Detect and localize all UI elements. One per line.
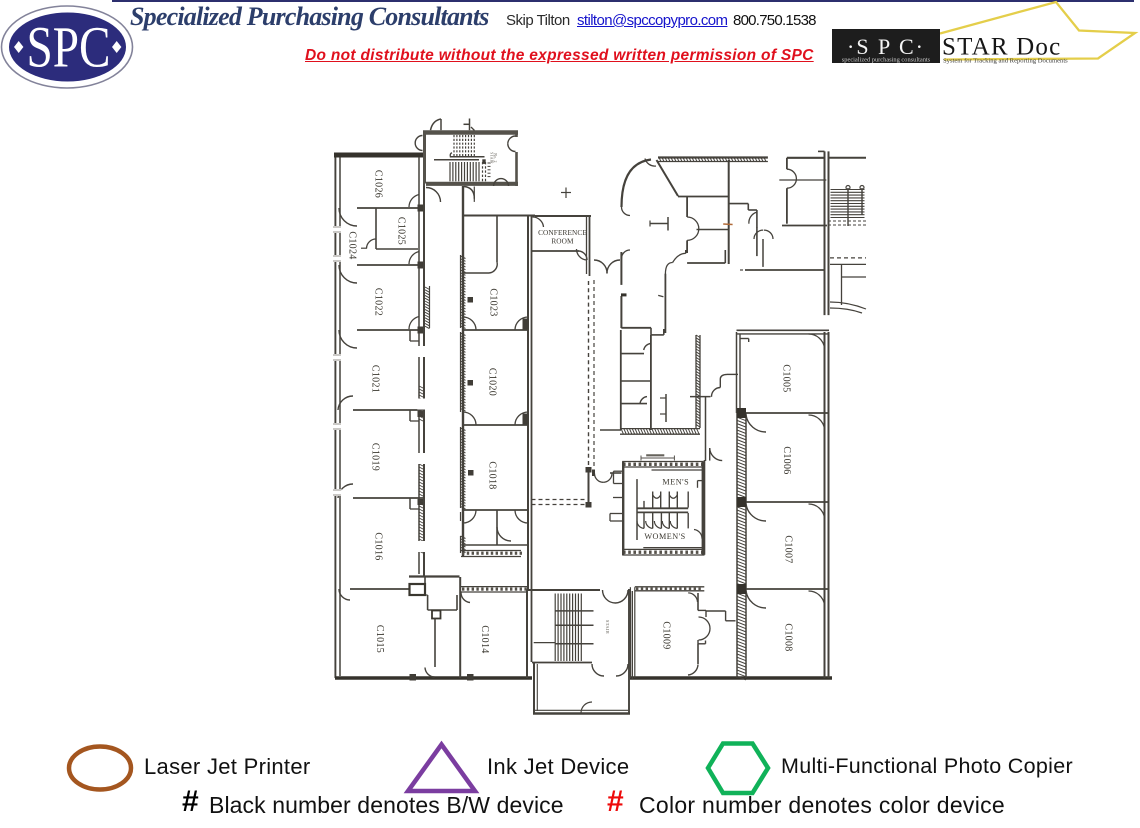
svg-text:STAR Doc: STAR Doc bbox=[942, 34, 1061, 61]
svg-text:C1014: C1014 bbox=[479, 625, 490, 653]
svg-text:MEN'S: MEN'S bbox=[662, 477, 689, 486]
svg-text:C1020: C1020 bbox=[487, 368, 498, 396]
svg-text:ROOM: ROOM bbox=[551, 237, 574, 246]
svg-text:C1015: C1015 bbox=[374, 625, 385, 653]
svg-text:C1021: C1021 bbox=[370, 365, 381, 393]
svg-text:C1024: C1024 bbox=[347, 231, 358, 259]
svg-text:No. 2: No. 2 bbox=[493, 153, 497, 163]
svg-text:C1018: C1018 bbox=[487, 461, 498, 489]
svg-text:C1007: C1007 bbox=[783, 535, 794, 563]
svg-text:C1026: C1026 bbox=[373, 170, 384, 198]
svg-text:C1008: C1008 bbox=[783, 623, 794, 651]
svg-text:STAIR: STAIR bbox=[605, 620, 610, 634]
svg-text:C1022: C1022 bbox=[373, 288, 384, 316]
svg-text:specialized purchasing consult: specialized purchasing consultants bbox=[842, 57, 931, 64]
svg-text:C1025: C1025 bbox=[396, 217, 407, 245]
svg-text:C1009: C1009 bbox=[661, 621, 672, 649]
svg-text:C1005: C1005 bbox=[781, 364, 792, 392]
svg-text:·S P C·: ·S P C· bbox=[847, 34, 925, 59]
svg-text:CONFERENCE: CONFERENCE bbox=[538, 228, 587, 237]
svg-text:System for Tracking and Report: System for Tracking and Reporting Docume… bbox=[943, 58, 1068, 65]
svg-text:C1023: C1023 bbox=[487, 288, 498, 316]
svg-text:C1019: C1019 bbox=[370, 443, 381, 471]
svg-text:C1006: C1006 bbox=[781, 446, 792, 474]
svg-text:C1016: C1016 bbox=[373, 532, 384, 560]
svg-text:STAIR: STAIR bbox=[490, 152, 494, 164]
svg-text:SPC: SPC bbox=[27, 15, 111, 80]
svg-text:WOMEN'S: WOMEN'S bbox=[644, 532, 685, 541]
